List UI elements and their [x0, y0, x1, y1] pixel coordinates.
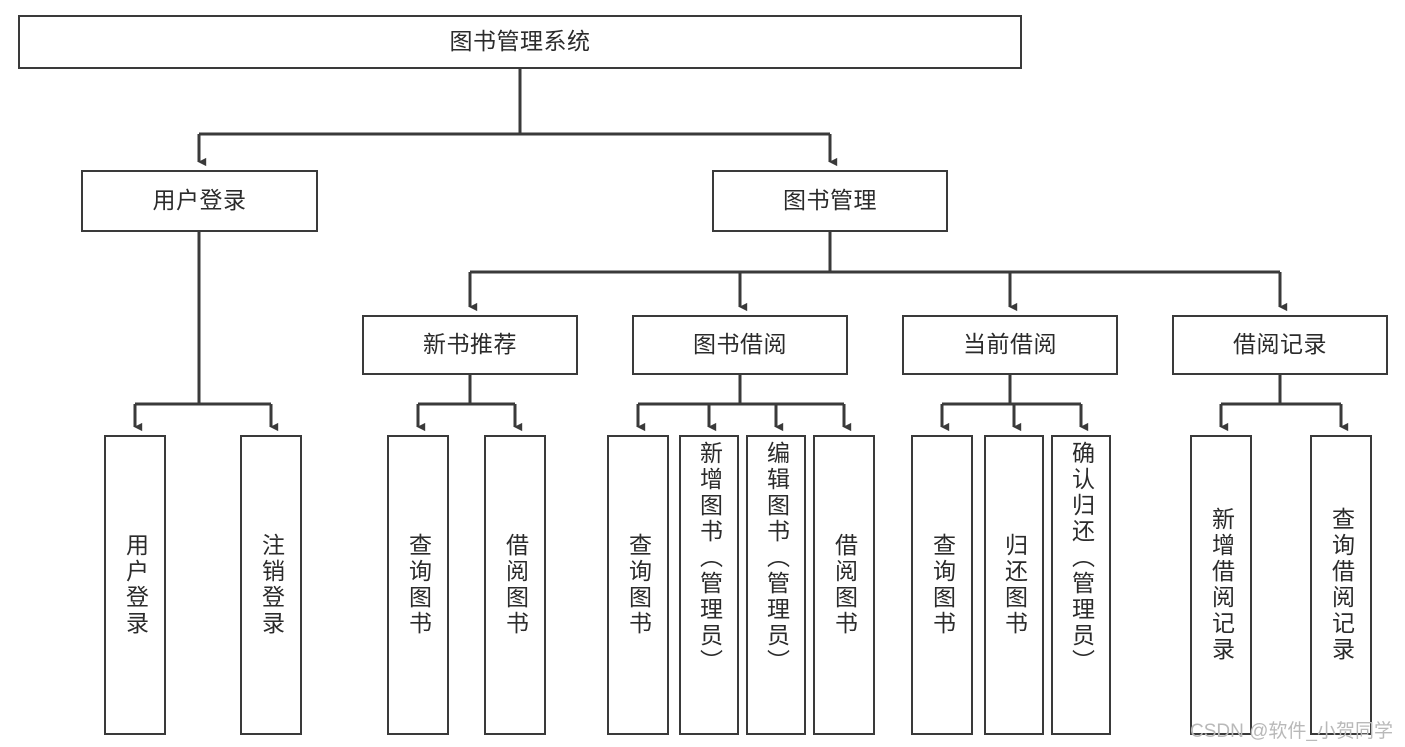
node-borrow-records[interactable]: 借阅记录: [1172, 315, 1388, 375]
leaf-query-book-current[interactable]: 查询图书: [911, 435, 973, 735]
node-label: 新书推荐: [423, 331, 517, 358]
node-label: 查询图书: [929, 533, 956, 637]
node-root-system[interactable]: 图书管理系统: [18, 15, 1022, 69]
node-label: 归还图书: [1001, 533, 1028, 637]
node-label: 借阅记录: [1233, 331, 1327, 358]
leaf-add-borrow-record[interactable]: 新增借阅记录: [1190, 435, 1252, 735]
leaf-confirm-return-admin[interactable]: 确认归还（管理员）: [1051, 435, 1111, 735]
leaf-query-book-borrow[interactable]: 查询图书: [607, 435, 669, 735]
node-label: 图书管理系统: [449, 28, 591, 55]
node-label: 确认归还（管理员）: [1068, 441, 1095, 675]
node-label: 查询图书: [625, 533, 652, 637]
node-label: 查询图书: [405, 533, 432, 637]
node-label: 编辑图书（管理员）: [763, 441, 790, 675]
node-label: 注销登录: [258, 533, 285, 637]
node-label: 查询借阅记录: [1328, 507, 1355, 663]
node-label: 借阅图书: [502, 533, 529, 637]
node-label: 用户登录: [152, 187, 247, 214]
node-label: 图书借阅: [693, 331, 787, 358]
node-label: 新增借阅记录: [1208, 507, 1235, 663]
node-label: 用户登录: [122, 533, 149, 637]
node-current-borrow[interactable]: 当前借阅: [902, 315, 1118, 375]
watermark-text: CSDN @软件_小贺同学: [1190, 721, 1393, 742]
leaf-query-borrow-record[interactable]: 查询借阅记录: [1310, 435, 1372, 735]
node-book-borrow[interactable]: 图书借阅: [632, 315, 848, 375]
node-book-management[interactable]: 图书管理: [712, 170, 948, 232]
leaf-edit-book-admin[interactable]: 编辑图书（管理员）: [746, 435, 806, 735]
node-label: 当前借阅: [963, 331, 1057, 358]
leaf-query-book-recommend[interactable]: 查询图书: [387, 435, 449, 735]
node-label: 借阅图书: [831, 533, 858, 637]
node-new-book-recommend[interactable]: 新书推荐: [362, 315, 578, 375]
node-label: 图书管理: [783, 187, 877, 214]
leaf-logout[interactable]: 注销登录: [240, 435, 302, 735]
leaf-borrow-book[interactable]: 借阅图书: [813, 435, 875, 735]
leaf-user-login[interactable]: 用户登录: [104, 435, 166, 735]
leaf-add-book-admin[interactable]: 新增图书（管理员）: [679, 435, 739, 735]
node-label: 新增图书（管理员）: [696, 441, 723, 675]
leaf-return-book[interactable]: 归还图书: [984, 435, 1044, 735]
node-user-login[interactable]: 用户登录: [81, 170, 318, 232]
leaf-borrow-book-recommend[interactable]: 借阅图书: [484, 435, 546, 735]
